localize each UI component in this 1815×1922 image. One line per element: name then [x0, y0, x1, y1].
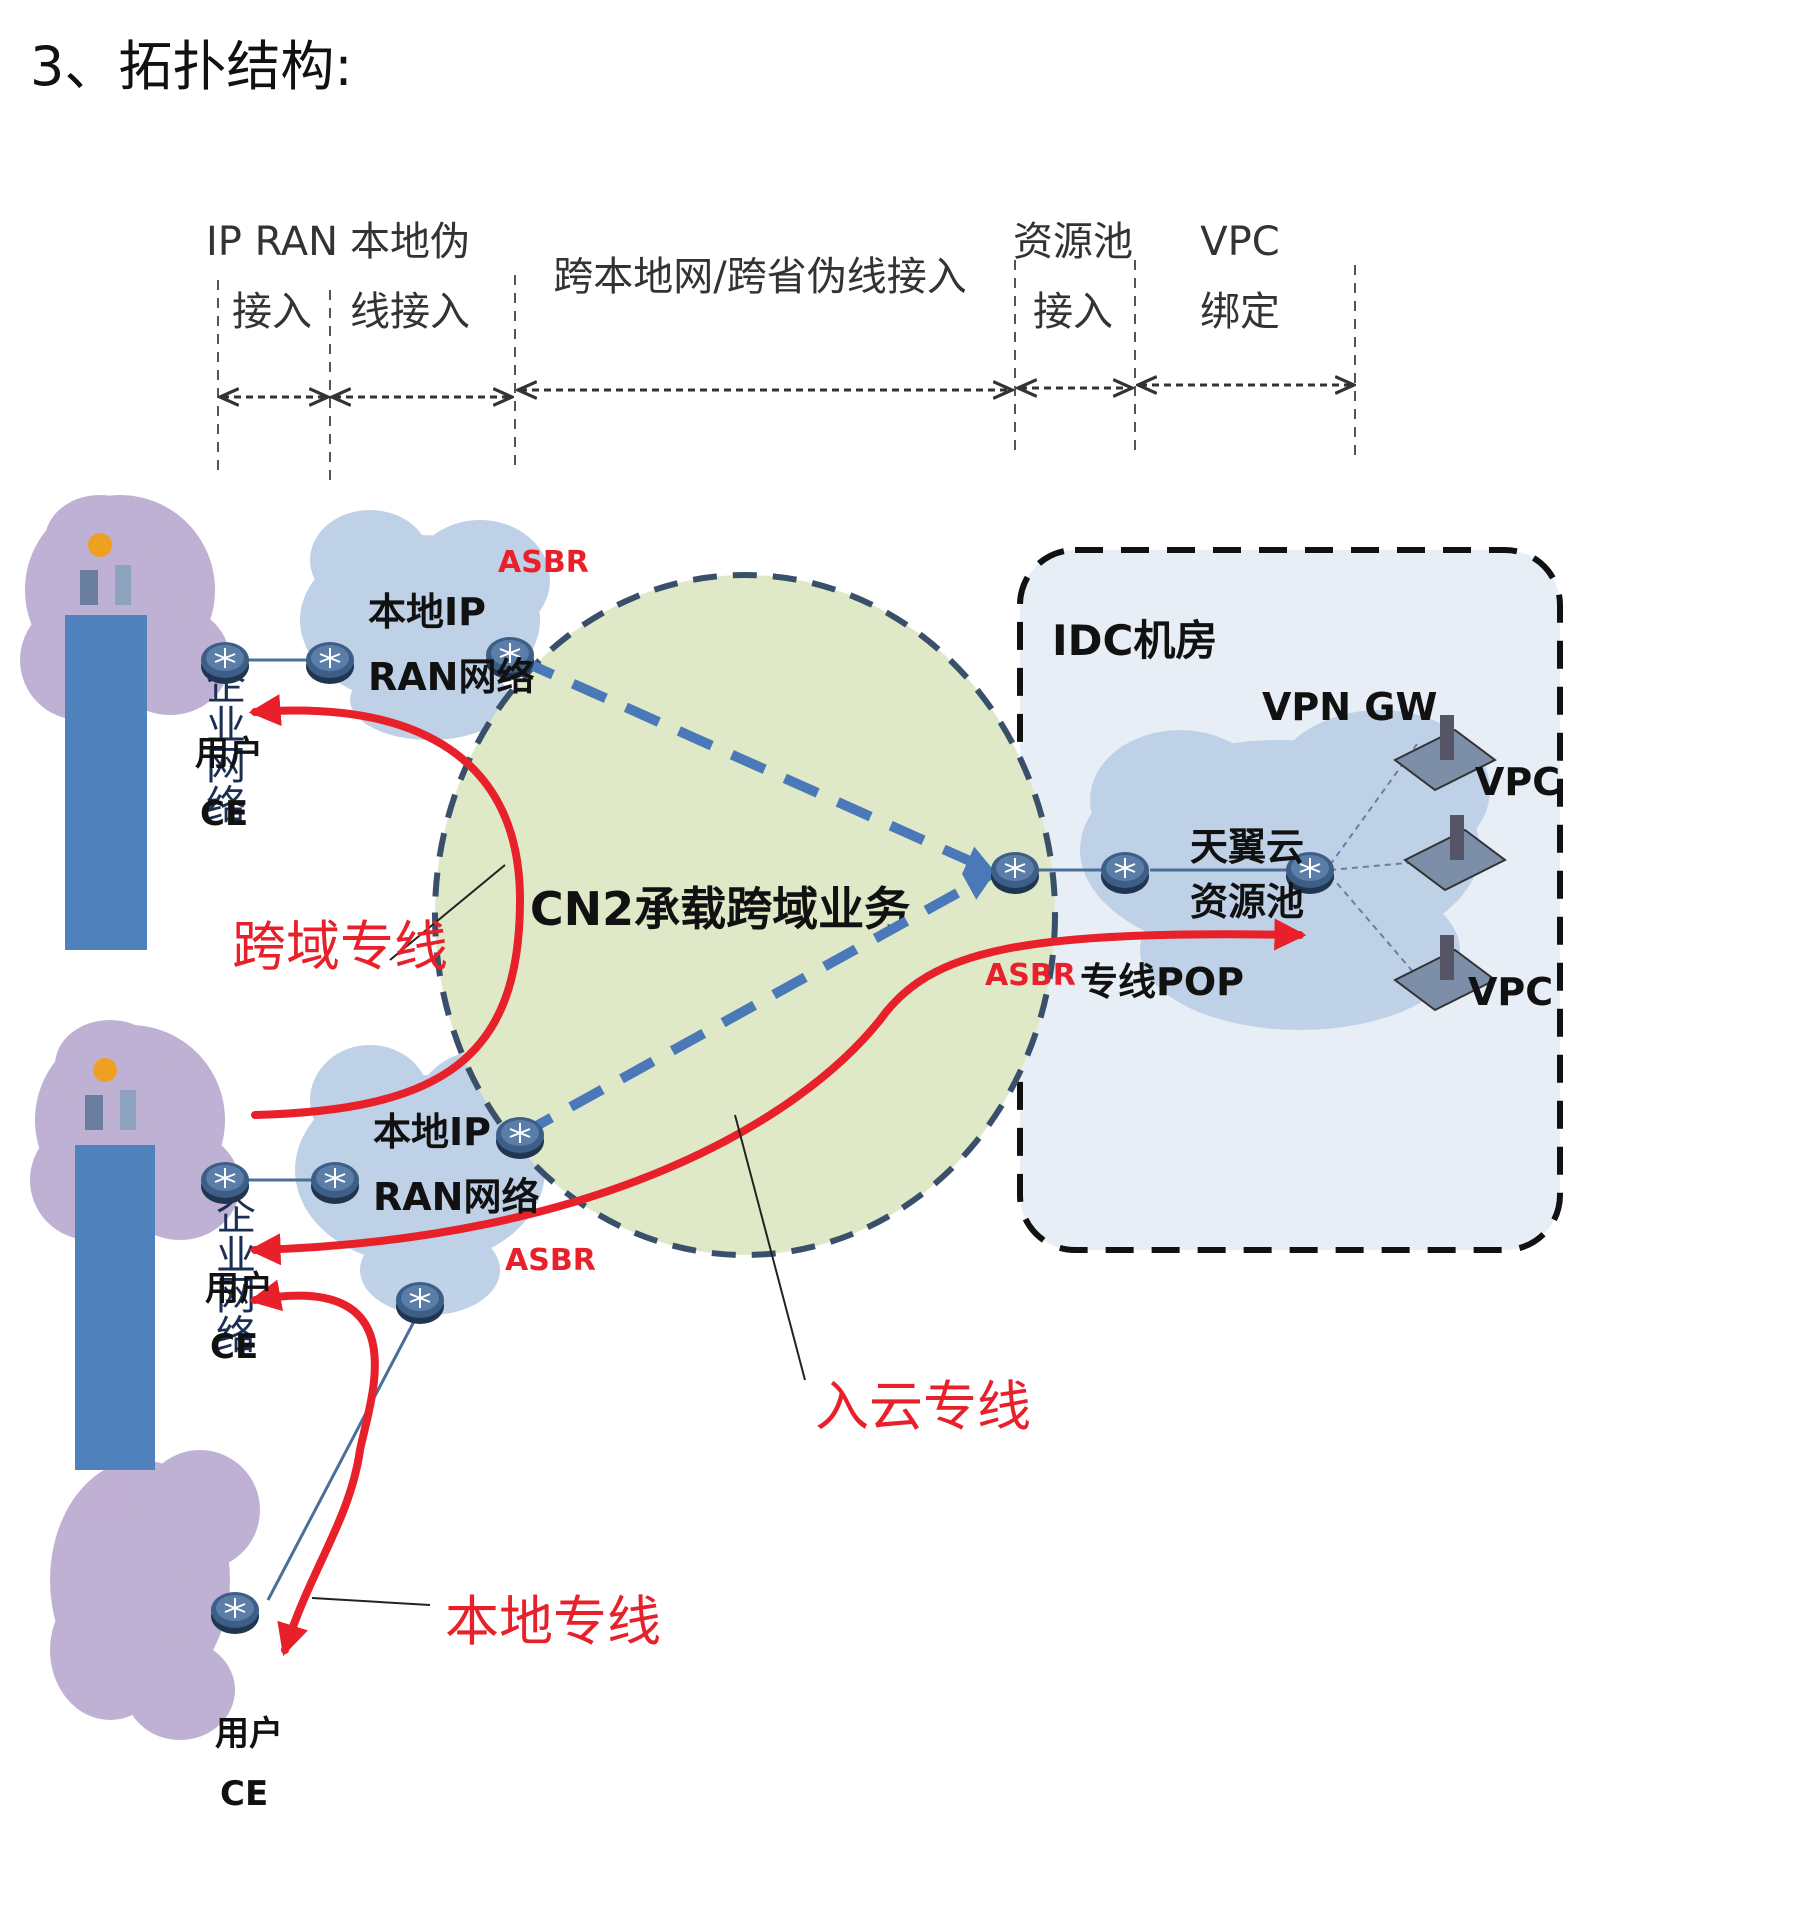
annotation-cloud: 入云专线 [815, 1375, 1031, 1438]
asbr-idc-label: ASBR [985, 958, 1076, 993]
segment-boundaries [217, 260, 1356, 480]
cn2-label: CN2承载跨域业务 [530, 882, 910, 936]
enterprise-icons-bottom [85, 1058, 136, 1130]
user-ce-bottom-line1: 用户 [205, 1269, 273, 1309]
router-ran-top [305, 641, 355, 685]
segment-vpc-line1: VPC [1200, 219, 1279, 265]
cloud-path [248, 918, 1307, 1266]
pool-label-line1: 天翼云 [1190, 825, 1304, 869]
segment-vpc-line2: 绑定 [1200, 289, 1280, 335]
user-ce-local-line1: 用户 [215, 1714, 283, 1754]
user-ce-bottom-line2: CE [210, 1327, 258, 1367]
annotation-labels: 跨域专线 入云专线 本地专线 [232, 915, 1031, 1653]
annotation-local: 本地专线 [445, 1590, 661, 1653]
segment-arrows [222, 385, 1352, 397]
local-path [248, 1279, 379, 1657]
enterprise-network-top [65, 615, 147, 950]
user-ce-local-line2: CE [220, 1774, 268, 1814]
enterprise-network-bottom [75, 1145, 155, 1470]
asbr-bottom-label: ASBR [505, 1243, 596, 1278]
segment-ip-ran-line1: IP RAN [206, 219, 338, 265]
segment-pool-line2: 接入 [1033, 289, 1113, 335]
ran-cloud-top [300, 510, 550, 740]
annotation-cross-domain: 跨域专线 [232, 915, 448, 978]
user-ce-top-line2: CE [200, 794, 248, 834]
idc-title: IDC机房 [1052, 616, 1217, 665]
router-asbr-idc [990, 851, 1040, 895]
router-ce-bottom [200, 1161, 250, 1205]
vpc-label-2: VPC [1468, 970, 1553, 1014]
router-asbr-bottom [495, 1116, 545, 1160]
traffic-paths [248, 694, 1307, 1657]
segment-ip-ran-line2: 接入 [232, 289, 312, 335]
user-ce-top-line1: 用户 [195, 734, 263, 774]
ran-top-line1: 本地IP [368, 590, 486, 634]
node-labels: 用户 CE 用户 CE 用户 CE 本地IP RAN网络 本地IP RAN网络 … [195, 590, 1560, 1814]
router-ce-local [210, 1591, 260, 1635]
annotation-leaders [311, 864, 806, 1606]
router-pop [1100, 851, 1150, 895]
ran-bottom-line1: 本地IP [373, 1110, 491, 1154]
ran-top-line2: RAN网络 [368, 655, 534, 699]
segment-local-pw-line2: 线接入 [350, 289, 470, 335]
segment-pool-line1: 资源池 [1013, 219, 1133, 265]
segment-labels: IP RAN 接入 本地伪 线接入 跨本地网/跨省伪线接入 资源池 接入 VPC… [206, 219, 1280, 335]
segment-local-pw-line1: 本地伪 [350, 219, 470, 265]
ran-bottom-line2: RAN网络 [373, 1175, 539, 1219]
vpc-label-1: VPC [1475, 760, 1560, 804]
vpc-servers [1393, 715, 1507, 1012]
pool-label-line2: 资源池 [1190, 880, 1304, 924]
vpn-gw-label: VPN GW [1262, 685, 1437, 729]
asbr-labels: ASBR ASBR ASBR [498, 545, 1076, 1278]
router-ran-bottom [310, 1161, 360, 1205]
enterprise-cloud-local [50, 1450, 260, 1740]
router-ran-local [395, 1281, 445, 1325]
asbr-top-label: ASBR [498, 545, 589, 580]
segment-cross: 跨本地网/跨省伪线接入 [553, 254, 966, 300]
enterprise-icons-top [80, 533, 131, 605]
router-ce-top [200, 641, 250, 685]
page-heading: 3、拓扑结构: [30, 35, 353, 98]
pop-label: 专线POP [1080, 960, 1244, 1004]
